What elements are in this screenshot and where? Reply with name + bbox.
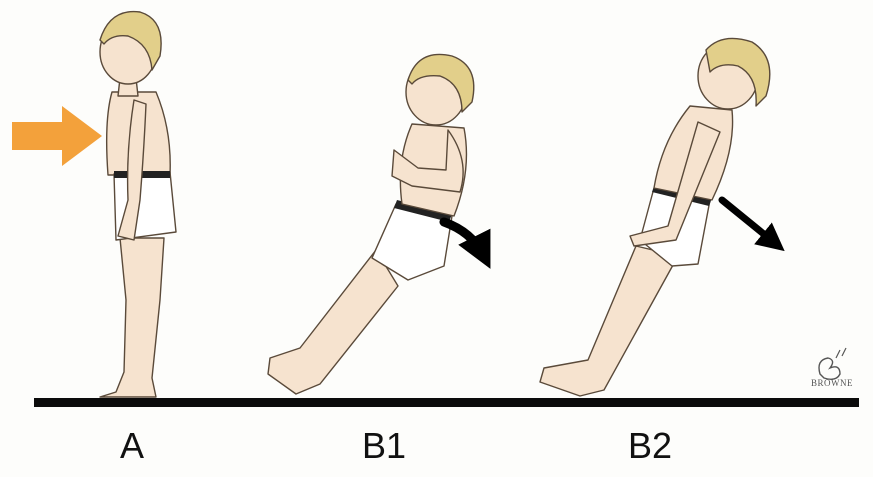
panel-label-b2: B2 — [628, 428, 672, 464]
panel-label-b1: B1 — [362, 428, 406, 464]
motion-arrow-b2 — [722, 200, 776, 244]
figure-a-standing — [100, 12, 176, 397]
figure-b2-falling — [540, 38, 770, 396]
panel-label-a: A — [120, 428, 144, 464]
push-arrow — [12, 106, 102, 166]
ground-line — [34, 398, 859, 407]
signature-text: BROWNE — [806, 378, 858, 388]
motion-arrow-b1 — [444, 222, 484, 256]
